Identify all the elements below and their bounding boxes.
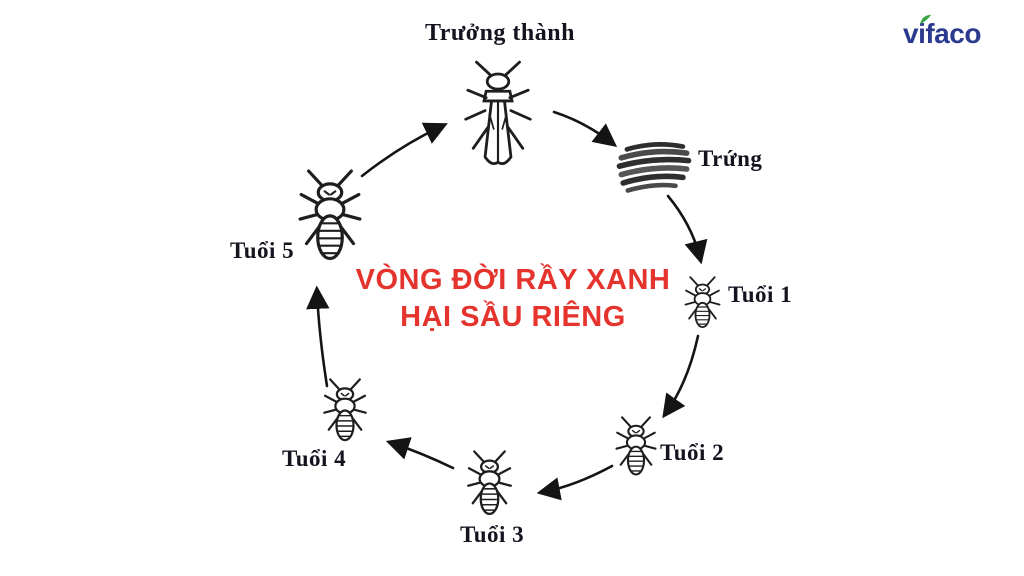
adult-leafhopper-illustration <box>452 60 544 172</box>
stage-label-instar5: Tuổi 5 <box>230 238 295 263</box>
nymph-instar2-illustration <box>614 416 658 480</box>
arrow-eggs-to-instar1 <box>666 194 708 265</box>
stage-label-eggs: Trứng <box>698 146 763 171</box>
stage-label-adult: Trưởng thành <box>425 20 575 46</box>
vifaco-logo: vifaco <box>903 18 981 50</box>
diagram-title-line1: VÒNG ĐỜI RẦY XANH <box>355 264 671 296</box>
arrow-instar4-to-instar5 <box>306 285 330 388</box>
arrow-instar2-to-instar3 <box>536 464 614 501</box>
nymph-instar3-illustration <box>466 450 513 520</box>
arrow-instar1-to-instar2 <box>662 334 700 419</box>
stage-label-instar1: Tuổi 1 <box>728 282 793 307</box>
egg-mass-illustration <box>612 138 696 200</box>
stage-label-instar2: Tuổi 2 <box>660 440 725 465</box>
arrow-adult-to-eggs <box>552 110 618 147</box>
nymph-instar4-illustration <box>320 378 370 446</box>
stage-label-instar4: Tuổi 4 <box>282 446 347 471</box>
diagram-title-line2: HẠI SẦU RIÊNG <box>400 301 626 333</box>
diagram-title: VÒNG ĐỜI RẦY XANH HẠI SẦU RIÊNG <box>350 262 676 336</box>
vifaco-logo-text: vifaco <box>903 18 981 49</box>
arrow-instar3-to-instar4 <box>385 437 455 470</box>
arrow-instar5-to-adult <box>360 122 448 178</box>
stage-label-instar3: Tuổi 3 <box>460 522 525 547</box>
nymph-instar5-illustration <box>298 168 362 268</box>
nymph-instar1-illustration <box>684 276 721 332</box>
